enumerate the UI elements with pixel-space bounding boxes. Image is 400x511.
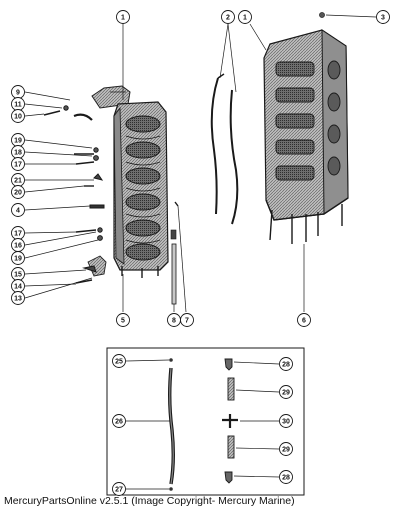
callout-7: 7: [180, 313, 194, 327]
svg-text:13: 13: [14, 296, 22, 303]
callout-28-bottom: 28: [279, 470, 293, 484]
callout-20: 20: [11, 185, 25, 199]
svg-text:6: 6: [302, 318, 306, 325]
svg-text:19: 19: [14, 256, 22, 263]
svg-text:16: 16: [14, 243, 22, 250]
callout-15: 15: [11, 267, 25, 281]
plug-3: [319, 12, 325, 18]
inset-box: 25 26 27 28 29 30 29 28: [106, 347, 305, 496]
svg-text:29: 29: [282, 390, 290, 397]
svg-text:1: 1: [121, 15, 125, 22]
svg-text:9: 9: [16, 90, 20, 97]
svg-text:17: 17: [14, 162, 22, 169]
svg-text:8: 8: [172, 318, 176, 325]
callout-16: 16: [11, 238, 25, 252]
callout-9: 9: [11, 85, 25, 99]
callout-2: 2: [221, 10, 235, 24]
copyright-footer: MercuryPartsOnline v2.5.1 (Image Copyrig…: [4, 495, 295, 507]
callout-6: 6: [297, 313, 311, 327]
callout-1-left: 1: [116, 10, 130, 24]
callout-18: 18: [11, 145, 25, 159]
svg-text:20: 20: [14, 190, 22, 197]
svg-text:27: 27: [115, 487, 123, 494]
callout-13: 13: [11, 291, 25, 305]
callout-28-top: 28: [279, 357, 293, 371]
callout-29-bottom: 29: [279, 442, 293, 456]
callout-17-bottom: 17: [11, 226, 25, 240]
svg-text:15: 15: [14, 272, 22, 279]
callout-3: 3: [376, 10, 390, 24]
svg-text:14: 14: [14, 284, 22, 291]
callout-5: 5: [116, 313, 130, 327]
svg-text:25: 25: [115, 359, 123, 366]
svg-text:4: 4: [16, 208, 20, 215]
svg-text:29: 29: [282, 447, 290, 454]
svg-text:2: 2: [226, 15, 230, 22]
gasket-strips: [210, 73, 239, 225]
svg-text:28: 28: [282, 475, 290, 482]
callout-27: 27: [112, 482, 126, 496]
callout-4: 4: [11, 203, 25, 217]
callout-30: 30: [279, 414, 293, 428]
cylinder-block-left: [87, 85, 169, 278]
svg-text:7: 7: [185, 318, 189, 325]
leader-lines: [24, 14, 377, 313]
callout-29-top: 29: [279, 385, 293, 399]
callout-1-right: 1: [238, 10, 252, 24]
svg-text:26: 26: [115, 419, 123, 426]
svg-text:28: 28: [282, 362, 290, 369]
callout-14: 14: [11, 279, 25, 293]
callout-25: 25: [112, 354, 126, 368]
callout-8: 8: [167, 313, 181, 327]
svg-text:21: 21: [14, 178, 22, 185]
left-hardware: [43, 105, 105, 284]
svg-text:5: 5: [121, 318, 125, 325]
svg-text:3: 3: [381, 15, 385, 22]
svg-text:18: 18: [14, 150, 22, 157]
callout-17-top: 17: [11, 157, 25, 171]
cylinder-block-right: [263, 29, 349, 244]
svg-text:11: 11: [14, 102, 22, 109]
svg-text:1: 1: [243, 15, 247, 22]
svg-text:10: 10: [14, 114, 22, 121]
callout-19-top: 19: [11, 133, 25, 147]
dowel-parts: [170, 201, 179, 305]
callout-19-bottom: 19: [11, 251, 25, 265]
svg-text:17: 17: [14, 231, 22, 238]
svg-text:30: 30: [282, 419, 290, 426]
callout-26: 26: [112, 414, 126, 428]
svg-text:19: 19: [14, 138, 22, 145]
callout-11: 11: [11, 97, 25, 111]
callout-21: 21: [11, 173, 25, 187]
callout-10: 10: [11, 109, 25, 123]
